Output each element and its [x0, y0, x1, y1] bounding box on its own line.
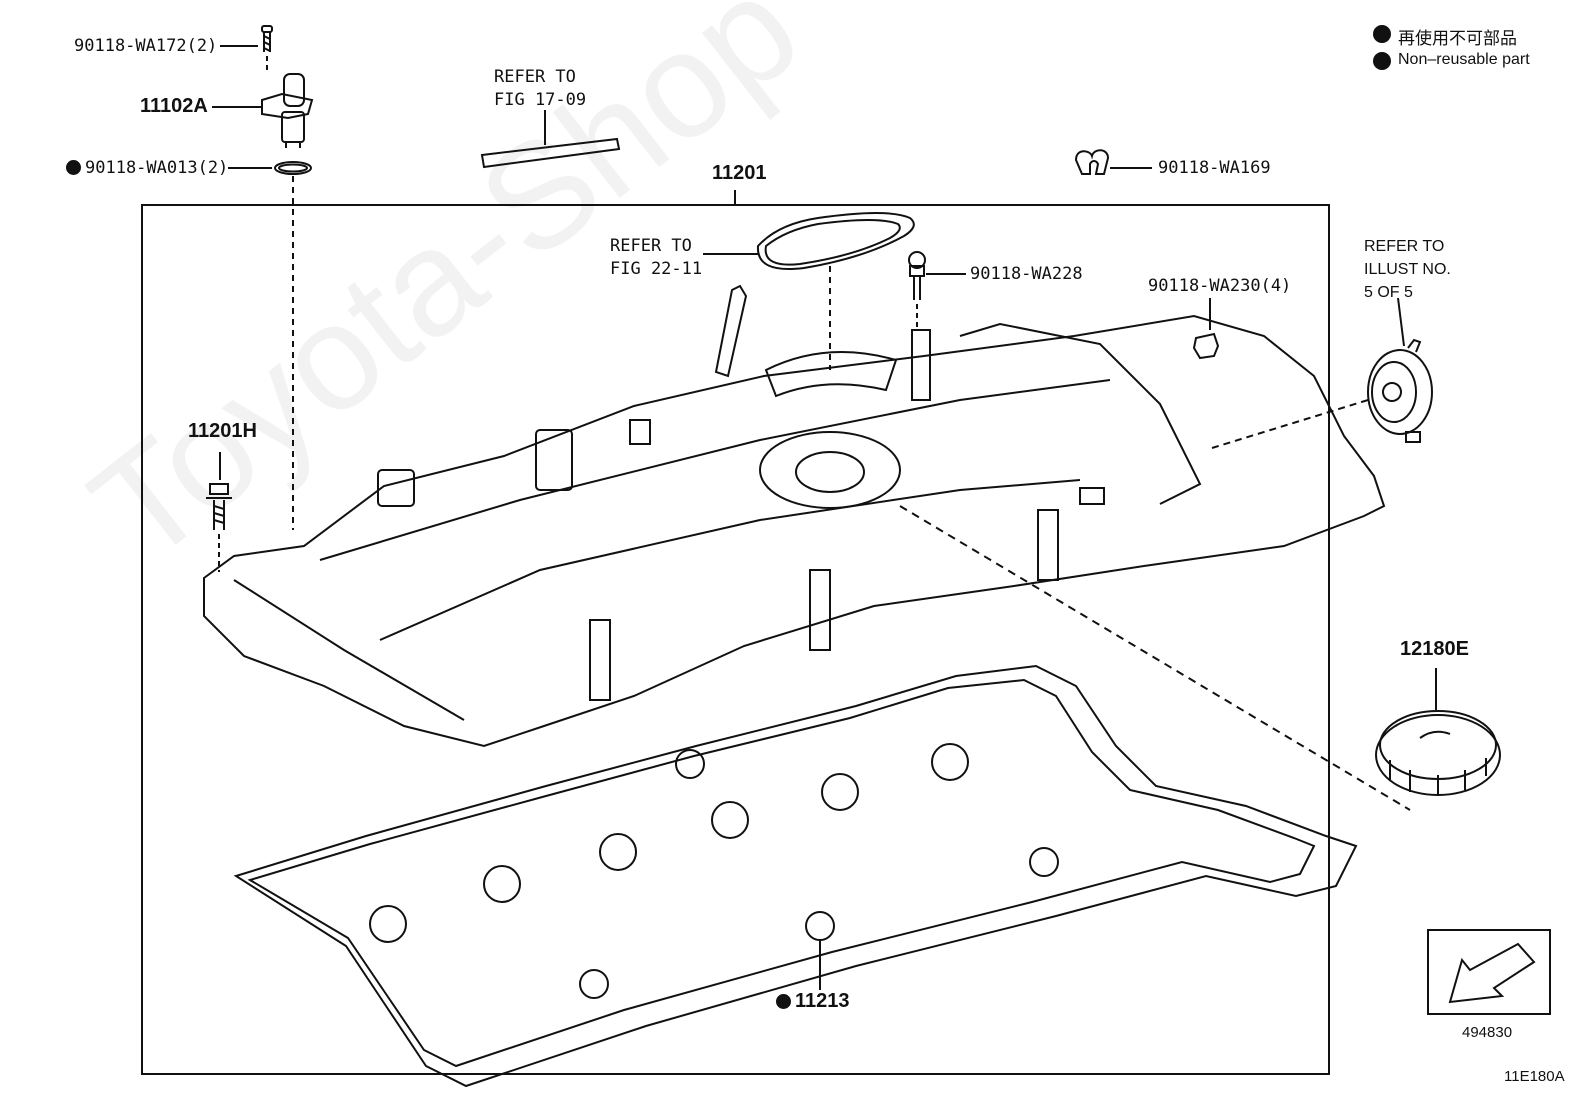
part-11213[interactable]: 11213 — [776, 990, 850, 1013]
part-11102a[interactable]: 11102A — [140, 95, 208, 117]
legend-dot-1 — [1373, 25, 1391, 43]
legend-japanese: 再使用不可部品 — [1398, 29, 1517, 48]
figure-code: 11E180A — [1504, 1068, 1565, 1085]
part-90118-wa230[interactable]: 90118-WA230(4) — [1148, 276, 1292, 296]
clip-wa169 — [1074, 149, 1152, 175]
refer-illust-5of5[interactable]: REFER TO ILLUST NO. 5 OF 5 — [1364, 235, 1451, 304]
oil-control-valve — [1367, 297, 1433, 443]
non-reusable-dot — [66, 160, 81, 175]
part-90118-wa013-label: 90118-WA013(2) — [85, 158, 229, 178]
refer-illust-line2: ILLUST NO. — [1364, 261, 1451, 278]
refer-fig-17-09[interactable]: REFER TO FIG 17-09 — [494, 66, 586, 112]
refer-1709-strip — [480, 110, 621, 169]
part-90118-wa228[interactable]: 90118-WA228 — [970, 264, 1083, 284]
part-90118-wa172[interactable]: 90118-WA172(2) — [74, 36, 218, 56]
refer-fig-22-11[interactable]: REFER TO FIG 22-11 — [610, 235, 702, 281]
stud-wa228 — [908, 251, 966, 300]
bolt-wa172 — [220, 25, 273, 52]
direction-code: 494830 — [1462, 1024, 1513, 1041]
cylinder-head-cover — [203, 284, 1386, 748]
part-11213-label: 11213 — [795, 990, 850, 1012]
head-cover-gasket — [233, 664, 1358, 1088]
refer-fig-22-11-line1: REFER TO — [610, 236, 692, 256]
gasket-2211 — [703, 212, 915, 270]
refer-fig-22-11-line2: FIG 22-11 — [610, 259, 703, 279]
part-12180e[interactable]: 12180E — [1400, 638, 1469, 660]
part-11201h[interactable]: 11201H — [188, 420, 257, 442]
part-11201[interactable]: 11201 — [712, 162, 767, 184]
sensor-11102a — [212, 73, 314, 148]
clip-wa230 — [1192, 298, 1220, 360]
part-90118-wa013[interactable]: 90118-WA013(2) — [66, 158, 228, 178]
oring-wa013 — [228, 161, 312, 175]
non-reusable-dot — [776, 994, 791, 1009]
assembly-frame — [141, 204, 1330, 1075]
legend-dot-2 — [1373, 52, 1391, 70]
oil-filler-cap — [1375, 668, 1501, 796]
bolt-11201h — [206, 452, 232, 530]
legend-english: Non–reusable part — [1398, 51, 1530, 68]
refer-fig-17-09-line1: REFER TO — [494, 67, 576, 87]
direction-box — [1427, 929, 1551, 1015]
part-90118-wa169[interactable]: 90118-WA169 — [1158, 158, 1271, 178]
refer-illust-line3: 5 OF 5 — [1364, 284, 1413, 301]
refer-illust-line1: REFER TO — [1364, 238, 1445, 255]
refer-fig-17-09-line2: FIG 17-09 — [494, 90, 587, 110]
